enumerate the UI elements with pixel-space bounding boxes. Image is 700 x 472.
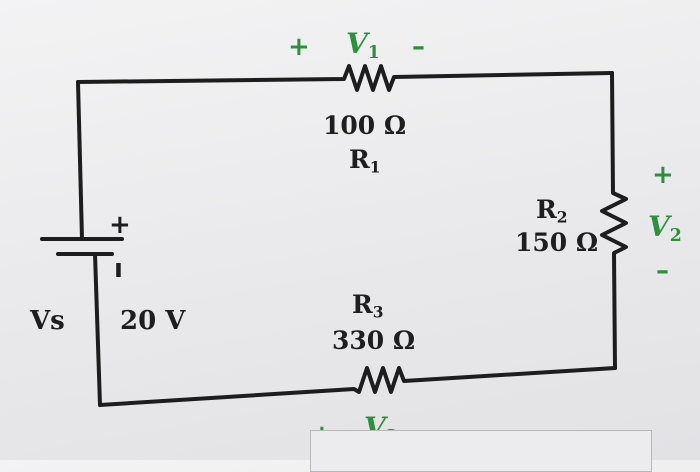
source-minus-mark: ı (114, 254, 123, 284)
wire-top (76, 64, 614, 92)
answer-box (310, 430, 652, 472)
source-plus-mark: + (109, 210, 131, 240)
v1-label: V1 (346, 27, 380, 63)
circuit-diagram (40, 64, 628, 407)
v1-minus-sign: – (412, 32, 425, 62)
v2-plus-sign: + (652, 160, 674, 190)
wire-bottom (98, 366, 617, 407)
wire-left-upper (76, 80, 84, 241)
v2-minus-sign: – (656, 256, 669, 286)
r2-value: 150 Ω (515, 228, 599, 257)
v1-plus-sign: + (288, 32, 310, 62)
r1-value: 100 Ω (323, 111, 407, 140)
source-label: Vs (30, 306, 65, 336)
r1-name: R1 (349, 145, 381, 177)
source-value: 20 V (120, 306, 186, 336)
r3-value: 330 Ω (332, 326, 416, 355)
wire-right (600, 71, 628, 370)
r3-name: R3 (352, 290, 384, 322)
v2-label: V2 (648, 210, 682, 246)
r2-name: R2 (536, 195, 568, 227)
wire-left-lower (93, 252, 102, 407)
